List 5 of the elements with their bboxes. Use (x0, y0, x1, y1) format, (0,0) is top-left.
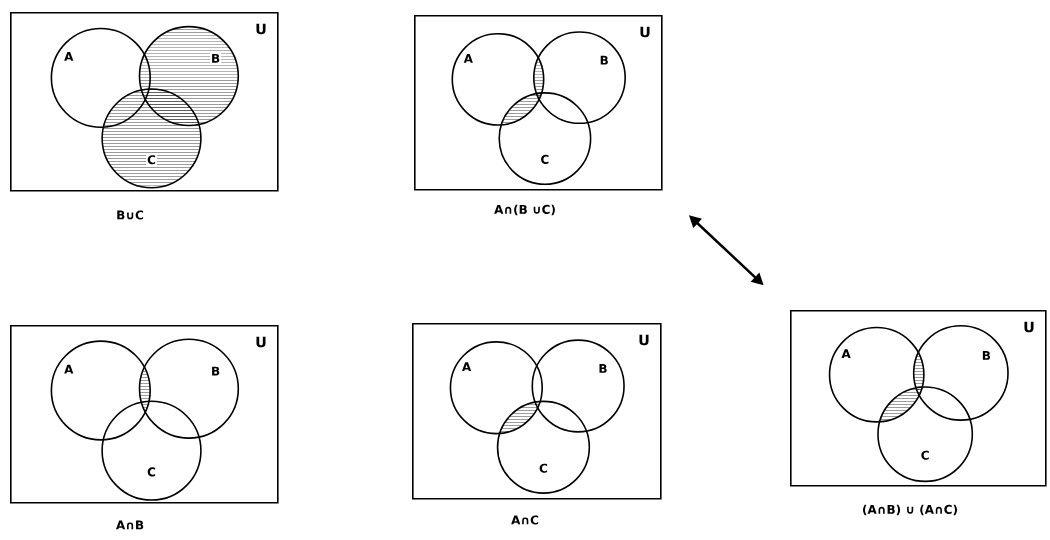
node-label: A∩(B ∪C) (494, 204, 555, 216)
node-label: (A∩B) ∪ (A∩C) (863, 504, 957, 516)
node-label: B∪C (117, 210, 144, 220)
node-label: A∩C (511, 515, 539, 525)
node-label: A∩B (116, 520, 144, 530)
